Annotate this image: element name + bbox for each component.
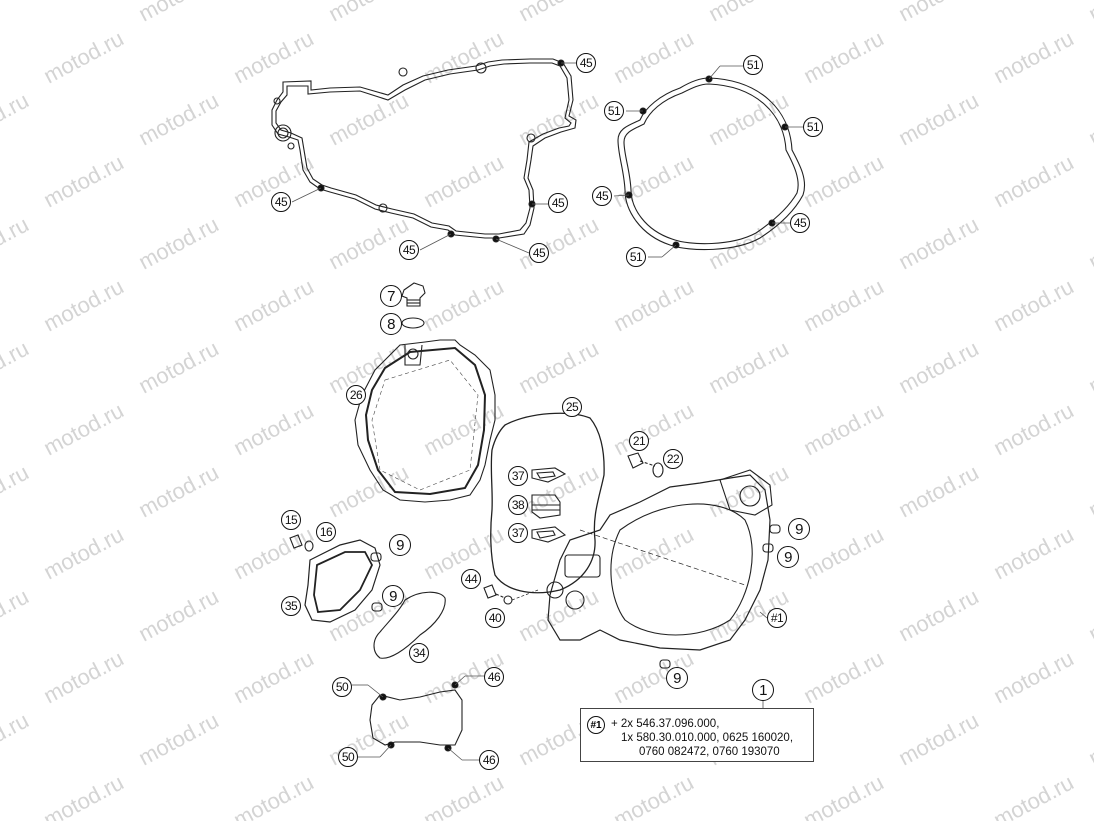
callout-26[interactable]: 26 <box>346 385 366 405</box>
callout-9[interactable]: 9 <box>382 585 404 607</box>
callout-35[interactable]: 35 <box>281 596 301 616</box>
drain-screw-21[interactable] <box>627 452 656 469</box>
gasket-34[interactable] <box>373 591 446 659</box>
dowel-pins[interactable] <box>370 524 781 669</box>
callout-8[interactable]: 8 <box>380 313 402 335</box>
callout-51[interactable]: 51 <box>626 247 646 267</box>
kit-note-box: #1 + 2x 546.37.096.000, 1x 580.30.010.00… <box>580 708 814 762</box>
callout-45[interactable]: 45 <box>548 193 568 213</box>
seal-37b[interactable] <box>531 526 567 543</box>
callout-9[interactable]: 9 <box>389 534 411 556</box>
callout-15[interactable]: 15 <box>281 510 301 530</box>
callout-44[interactable]: 44 <box>461 569 481 589</box>
callout-7[interactable]: 7 <box>380 285 402 307</box>
callout-37[interactable]: 37 <box>508 466 528 486</box>
screw-15[interactable] <box>289 534 303 549</box>
callout-45[interactable]: 45 <box>529 243 549 263</box>
leader-lines-45 <box>291 62 576 254</box>
note-badge: #1 <box>587 716 605 734</box>
callout-45[interactable]: 45 <box>790 213 810 233</box>
gasket-water-pump[interactable] <box>369 681 463 752</box>
note-line-1: + 2x 546.37.096.000, <box>611 718 720 730</box>
washer-22[interactable] <box>652 462 664 478</box>
callout-22[interactable]: 22 <box>663 449 683 469</box>
seal-37a[interactable] <box>531 467 567 483</box>
water-pump-cover[interactable] <box>304 539 381 623</box>
callout-9[interactable]: 9 <box>666 667 688 689</box>
callout-1[interactable]: 1 <box>752 679 774 701</box>
washer-40[interactable] <box>503 595 513 605</box>
callout-50[interactable]: 50 <box>332 677 352 697</box>
callout-51[interactable]: 51 <box>604 101 624 121</box>
callout-9[interactable]: 9 <box>777 546 799 568</box>
ignition-cover[interactable] <box>354 339 496 503</box>
clutch-cover[interactable] <box>546 469 773 651</box>
callout-46[interactable]: 46 <box>484 667 504 687</box>
callout-51[interactable]: 51 <box>743 55 763 75</box>
o-ring-8[interactable] <box>401 317 425 329</box>
callout-45[interactable]: 45 <box>271 192 291 212</box>
callout-38[interactable]: 38 <box>508 495 528 515</box>
note-line-3: 0760 082472, 0760 193070 <box>639 746 780 758</box>
callout-45[interactable]: 45 <box>576 53 596 73</box>
callout-45[interactable]: 45 <box>592 186 612 206</box>
leader-lines-46-50 <box>352 611 768 761</box>
callout-16[interactable]: 16 <box>316 522 336 542</box>
washer-16[interactable] <box>304 540 314 552</box>
callout-21[interactable]: 21 <box>629 431 649 451</box>
gasket-25[interactable] <box>490 412 605 594</box>
seal-38[interactable] <box>531 494 561 519</box>
callout-34[interactable]: 34 <box>409 643 429 663</box>
callout-37[interactable]: 37 <box>508 523 528 543</box>
screw-44[interactable] <box>483 584 506 599</box>
callout-51[interactable]: 51 <box>803 117 823 137</box>
callout-n1[interactable]: #1 <box>767 608 787 628</box>
gasket-crankcase[interactable] <box>271 58 577 243</box>
leader-lines-51 <box>613 65 803 258</box>
callout-25[interactable]: 25 <box>562 397 582 417</box>
callout-45[interactable]: 45 <box>399 240 419 260</box>
oil-filler-plug[interactable] <box>401 282 426 307</box>
gasket-clutch-cover[interactable] <box>617 75 806 251</box>
callout-50[interactable]: 50 <box>338 747 358 767</box>
callout-9[interactable]: 9 <box>788 518 810 540</box>
callout-46[interactable]: 46 <box>479 750 499 770</box>
note-line-2: 1x 580.30.010.000, 0625 160020, <box>621 732 794 744</box>
callout-40[interactable]: 40 <box>485 608 505 628</box>
